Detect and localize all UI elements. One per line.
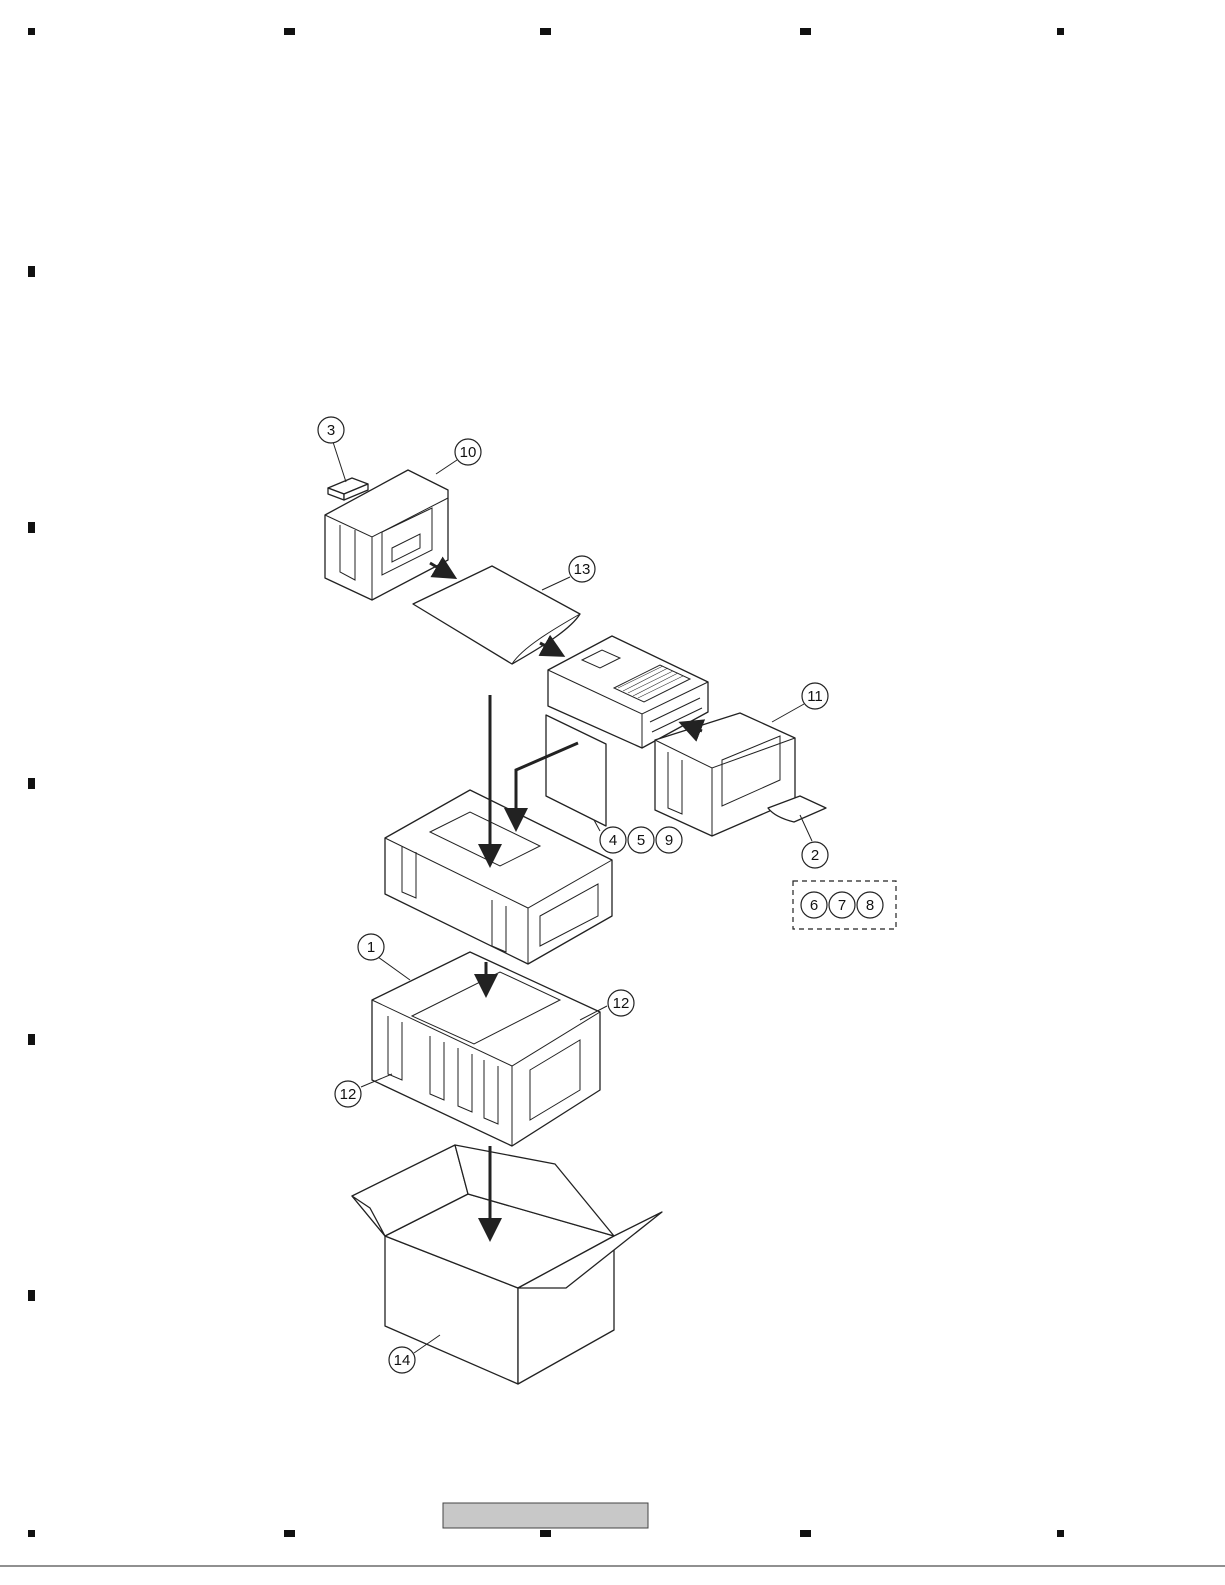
assembled-foam-upper (385, 790, 612, 964)
callout-12-right: 12 (608, 990, 634, 1016)
part-4-5-9-documents (546, 715, 606, 826)
svg-text:13: 13 (574, 561, 591, 578)
callout-11: 11 (802, 683, 828, 709)
svg-text:12: 12 (613, 995, 630, 1012)
callout-12-left: 12 (335, 1081, 361, 1107)
svg-text:8: 8 (866, 897, 874, 914)
svg-text:3: 3 (327, 422, 335, 439)
svg-text:2: 2 (811, 847, 819, 864)
callout-10: 10 (455, 439, 481, 465)
svg-text:14: 14 (394, 1352, 411, 1369)
callout-2: 2 (802, 842, 828, 868)
callout-6: 6 (801, 892, 827, 918)
svg-text:10: 10 (460, 444, 477, 461)
svg-text:1: 1 (367, 939, 375, 956)
callout-5: 5 (628, 827, 654, 853)
svg-text:12: 12 (340, 1086, 357, 1103)
svg-text:9: 9 (665, 832, 673, 849)
callout-4: 4 (600, 827, 626, 853)
svg-text:7: 7 (838, 897, 846, 914)
callout-14: 14 (389, 1347, 415, 1373)
part-13-bag (413, 566, 580, 664)
svg-text:11: 11 (807, 688, 823, 705)
callout-8: 8 (857, 892, 883, 918)
callout-3: 3 (318, 417, 344, 443)
svg-text:6: 6 (810, 897, 818, 914)
callout-13: 13 (569, 556, 595, 582)
part-11-foam-cap-right (655, 713, 795, 836)
svg-text:4: 4 (609, 832, 617, 849)
footer-bar (443, 1503, 648, 1528)
callout-9: 9 (656, 827, 682, 853)
callout-1: 1 (358, 934, 384, 960)
callout-7: 7 (829, 892, 855, 918)
svg-text:5: 5 (637, 832, 645, 849)
